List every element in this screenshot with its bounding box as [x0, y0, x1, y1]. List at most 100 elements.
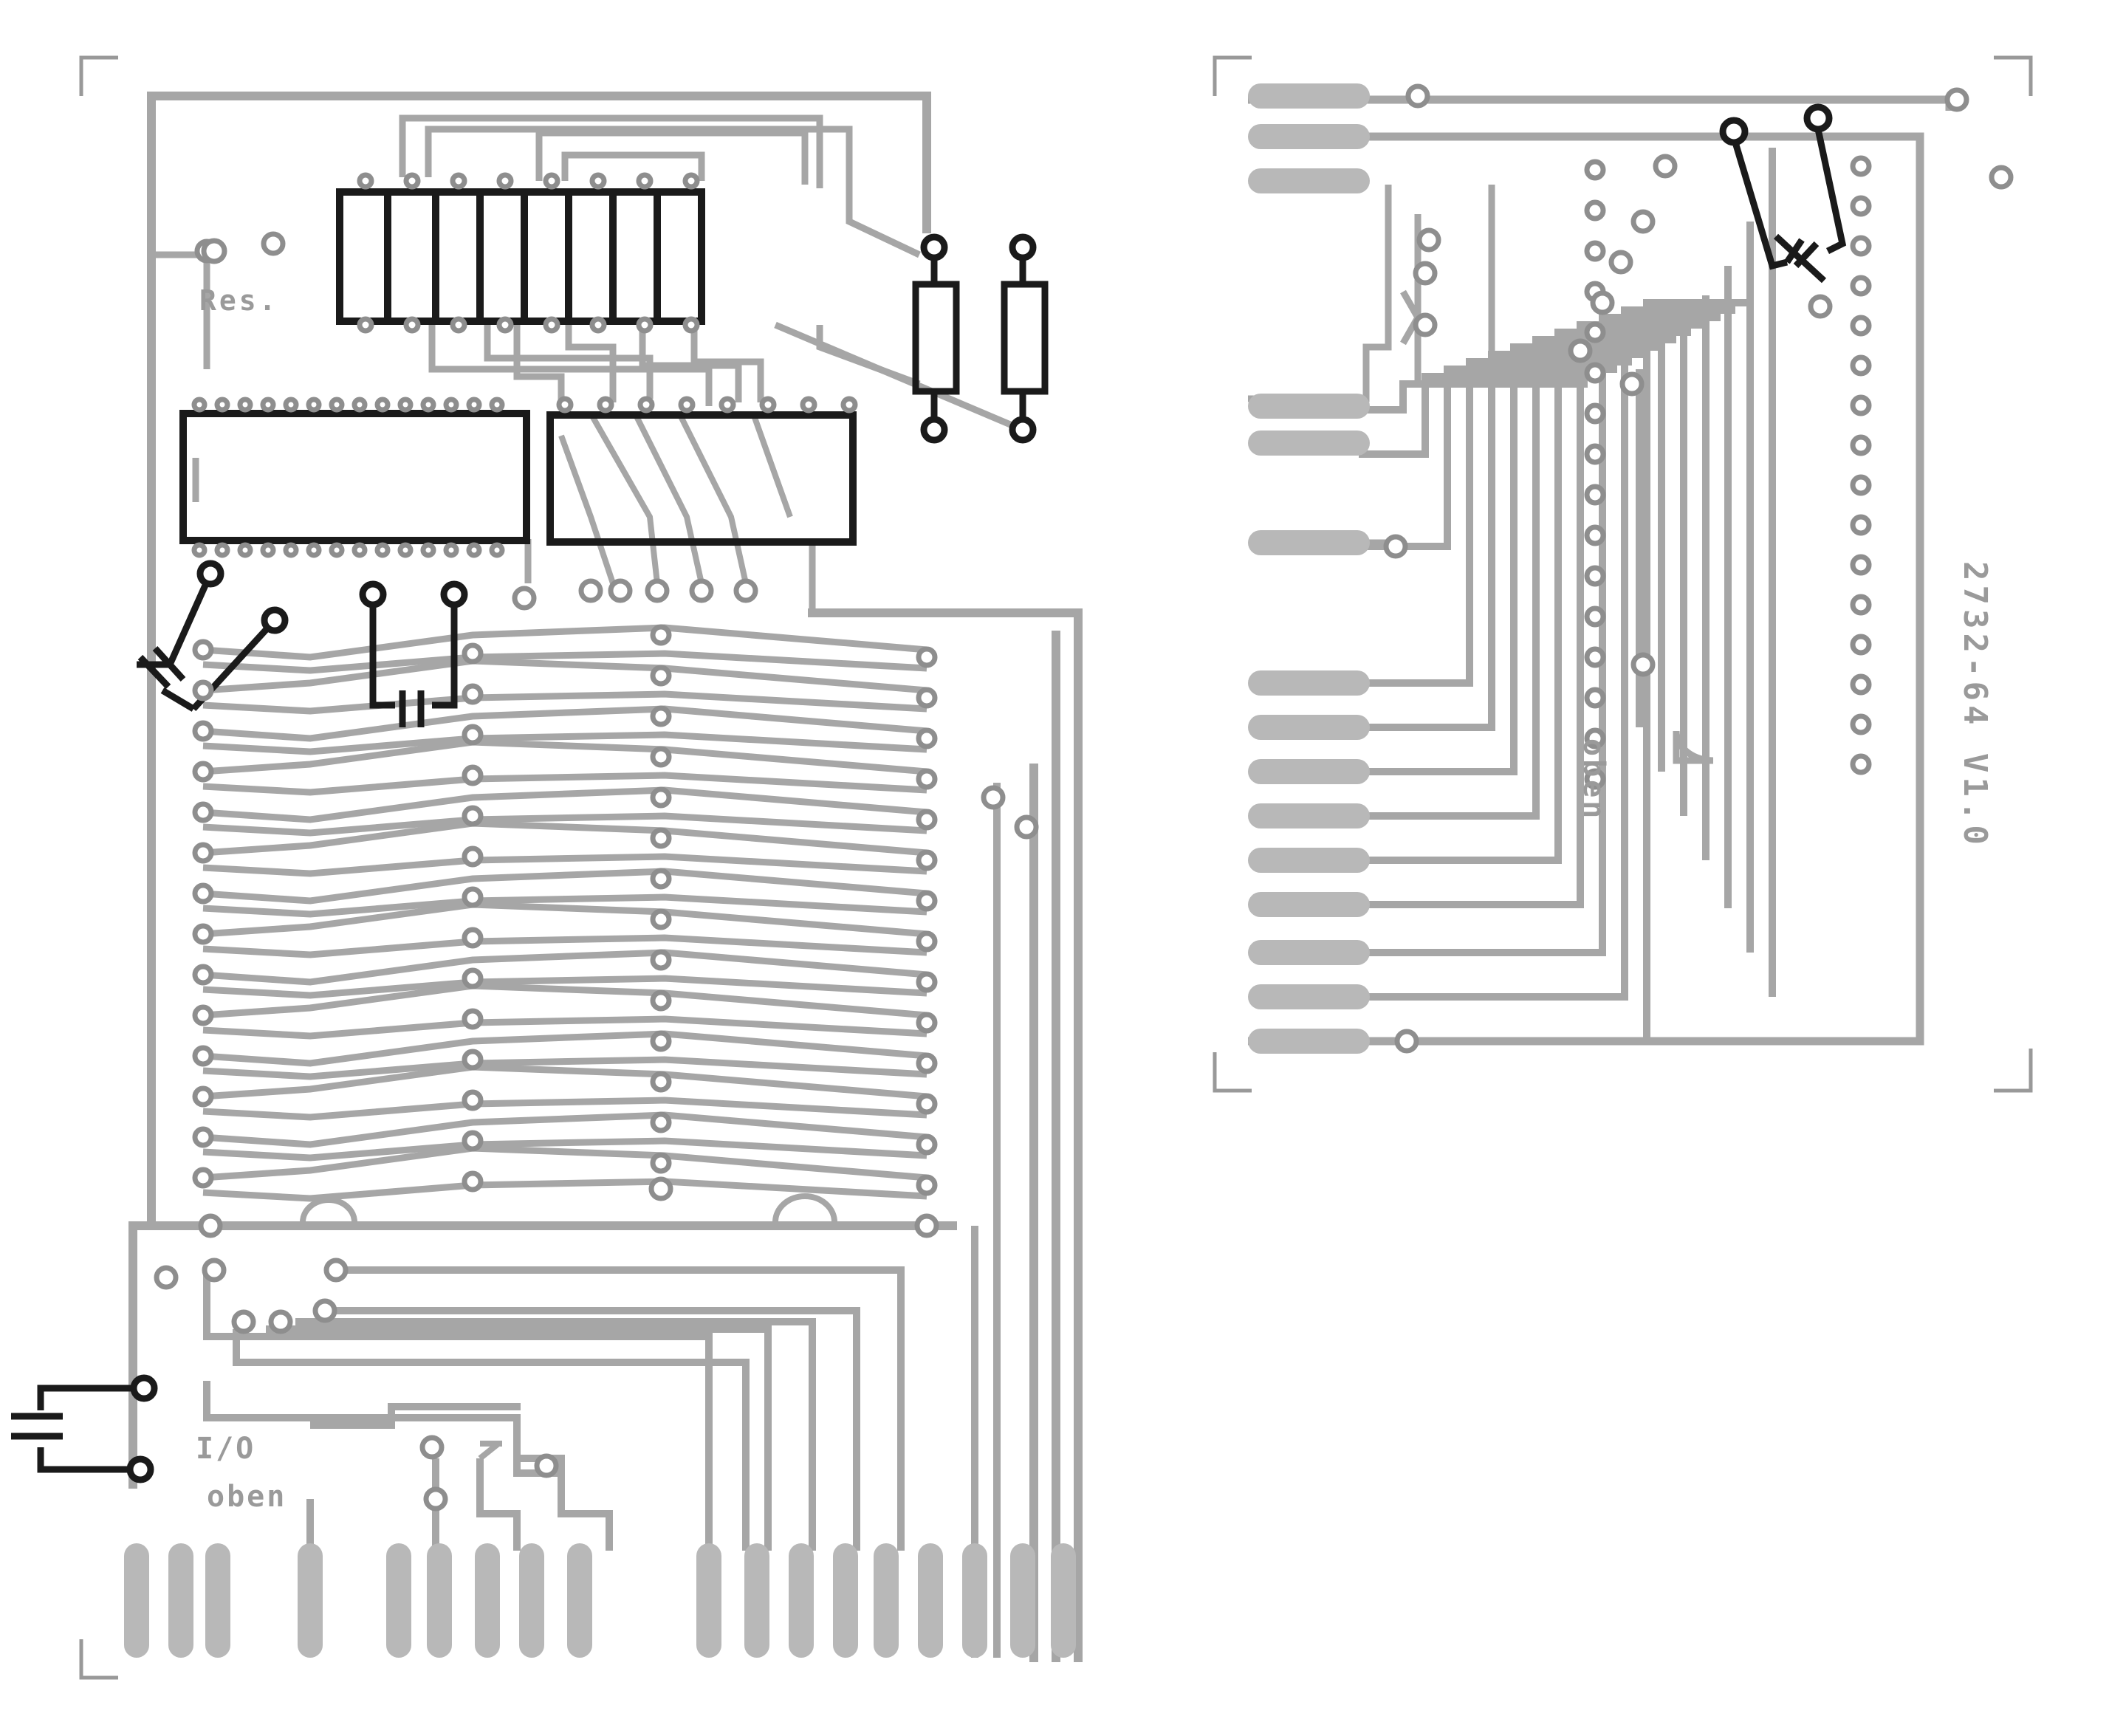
- connector-finger: [1248, 803, 1370, 828]
- pad: [650, 705, 672, 727]
- ic-pin-pad: [191, 542, 208, 558]
- ic-pin-pad: [466, 542, 482, 558]
- connector-finger: [1248, 670, 1370, 696]
- right-board: oben 2732-64 V1.0: [1213, 55, 2033, 1093]
- ic-pin-pad: [352, 542, 368, 558]
- pad: [1394, 1029, 1419, 1054]
- ic-pin-pad: [306, 542, 322, 558]
- oben-label-left: oben: [207, 1480, 287, 1514]
- pad: [462, 764, 484, 786]
- ic-pin-pad: [589, 172, 607, 190]
- ic-pin-pad: [682, 316, 700, 334]
- connector-finger: [1248, 940, 1370, 965]
- connector-finger: [1248, 168, 1370, 193]
- ic-pin-pad: [357, 172, 374, 190]
- pad: [578, 578, 603, 603]
- pad: [1405, 83, 1430, 109]
- pad: [192, 639, 214, 661]
- pad: [916, 727, 938, 749]
- pad: [914, 1213, 939, 1238]
- ic-pin-pad: [283, 542, 299, 558]
- left-board: Res. I/O oben: [11, 55, 1083, 1680]
- ic-pin-pad: [800, 396, 817, 414]
- pad: [462, 1130, 484, 1152]
- capacitor-c4: [1719, 103, 1847, 284]
- pad: [1653, 154, 1678, 179]
- ic-pin-pad: [543, 316, 560, 334]
- pad: [198, 1213, 223, 1238]
- pad: [462, 1049, 484, 1071]
- connector-finger: [833, 1543, 858, 1658]
- pad: [650, 786, 672, 809]
- connector-finger: [1051, 1543, 1076, 1658]
- reset-label: Res.: [199, 284, 279, 317]
- pad: [916, 687, 938, 709]
- pad: [192, 1045, 214, 1067]
- capacitor-c1: [137, 560, 289, 712]
- connector-finger: [1248, 124, 1370, 149]
- pad: [650, 665, 672, 687]
- ic-pin-pad: [489, 397, 505, 413]
- pad: [231, 1309, 256, 1334]
- pad: [1850, 554, 1872, 576]
- capacitor-c3: [11, 1374, 158, 1483]
- pad: [462, 886, 484, 908]
- pad: [1619, 371, 1645, 397]
- connector-finger: [1010, 1543, 1035, 1658]
- ic-pin-pad: [374, 542, 391, 558]
- bus-trace: [202, 934, 927, 958]
- pad: [1584, 768, 1606, 790]
- connector-finger: [1248, 83, 1370, 109]
- bus-trace: [202, 705, 927, 742]
- socket-notches: [300, 1193, 837, 1461]
- ic-pin-pad: [466, 397, 482, 413]
- pad: [1383, 534, 1408, 559]
- pad: [462, 724, 484, 746]
- ic-pin-pad: [637, 396, 655, 414]
- pad: [1584, 240, 1606, 262]
- pad: [192, 720, 214, 742]
- pad: [916, 768, 938, 790]
- pad: [916, 646, 938, 668]
- ic-pin-pad: [283, 397, 299, 413]
- pad: [650, 908, 672, 930]
- resistor-r2: [1001, 247, 1049, 428]
- pad: [1850, 434, 1872, 456]
- connector-finger: [1248, 1029, 1370, 1054]
- pad: [1590, 290, 1615, 315]
- ic-pin-pad: [420, 397, 436, 413]
- pad: [462, 927, 484, 949]
- pad: [1808, 294, 1833, 319]
- pad: [1630, 652, 1656, 677]
- bus-trace: [202, 949, 927, 986]
- ic-u2: [179, 410, 530, 544]
- bus-trace: [202, 624, 927, 661]
- crop-marks-left-board: [79, 55, 118, 1680]
- connector-finger: [1248, 759, 1370, 784]
- pad: [916, 1012, 938, 1034]
- right-pad-grid: [1383, 83, 2014, 1054]
- pad: [192, 842, 214, 864]
- pad: [1584, 687, 1606, 709]
- pad: [650, 827, 672, 849]
- bus-trace: [202, 1097, 927, 1121]
- ic-pin-pad: [352, 397, 368, 413]
- pad: [192, 679, 214, 701]
- pad: [1850, 315, 1872, 337]
- ic-pin-pad: [636, 172, 654, 190]
- routing-trace: [1359, 373, 1602, 458]
- upper-traces: [148, 114, 1021, 613]
- bus-trace: [202, 1015, 927, 1040]
- pad: [1584, 524, 1606, 546]
- ic-pin-pad: [306, 397, 322, 413]
- pad: [192, 964, 214, 986]
- bus-trace: [202, 772, 927, 796]
- connector-finger: [1248, 892, 1370, 917]
- pad: [916, 890, 938, 912]
- pad: [916, 1093, 938, 1115]
- lower-routing-traces: [203, 783, 1001, 1658]
- pad: [916, 1052, 938, 1074]
- pad: [1850, 634, 1872, 656]
- pad: [1568, 338, 1593, 363]
